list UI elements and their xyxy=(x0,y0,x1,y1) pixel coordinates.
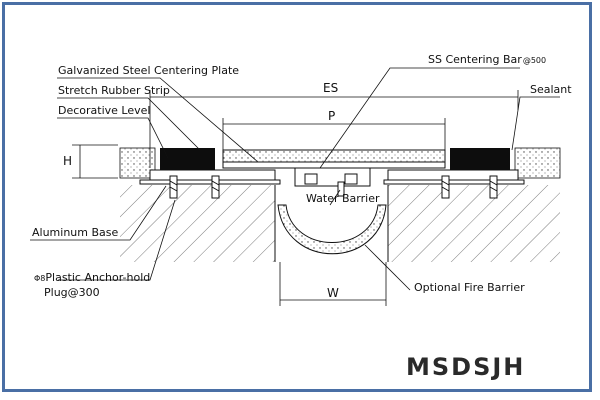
label-sealant: Sealant xyxy=(530,83,572,96)
dimension-es-label: ES xyxy=(323,81,338,95)
label-galvanized-plate: Galvanized Steel Centering Plate xyxy=(58,64,239,77)
fire-barrier xyxy=(277,204,387,255)
dimension-w xyxy=(279,262,387,306)
label-decorative-level: Decorative Level xyxy=(58,104,150,117)
label-water-barrier: Water Barrier xyxy=(306,192,380,205)
label-anchor-plug: Φ8Plastic Anchor-hold xyxy=(34,271,150,284)
image-frame xyxy=(2,2,592,392)
dimension-p-label: P xyxy=(328,109,335,123)
ss-centering-bar xyxy=(294,167,371,187)
anchor-plugs xyxy=(169,175,498,199)
galvanized-centering-plate xyxy=(222,149,446,169)
label-aluminum-base: Aluminum Base xyxy=(32,226,118,239)
leader-lines xyxy=(30,67,560,291)
dimension-w-label: W xyxy=(327,286,339,300)
label-fire-barrier: Optional Fire Barrier xyxy=(414,281,525,294)
dimension-h xyxy=(72,144,118,179)
dimension-h-label: H xyxy=(63,154,72,168)
concrete-right xyxy=(388,185,560,262)
stretch-rubber-strip xyxy=(160,148,510,170)
floor-finish-right xyxy=(514,147,561,179)
dimension-es xyxy=(149,90,519,168)
label-stretch-rubber-strip: Stretch Rubber Strip xyxy=(58,84,170,97)
dimension-p xyxy=(222,118,446,150)
concrete-left xyxy=(120,185,275,262)
label-anchor-plug-spacing: Plug@300 xyxy=(44,286,100,299)
label-ss-centering-bar: SS Centering Bar@500 xyxy=(428,53,546,66)
brand-logo: MSDSJH xyxy=(406,353,525,381)
floor-finish-left xyxy=(119,147,156,179)
